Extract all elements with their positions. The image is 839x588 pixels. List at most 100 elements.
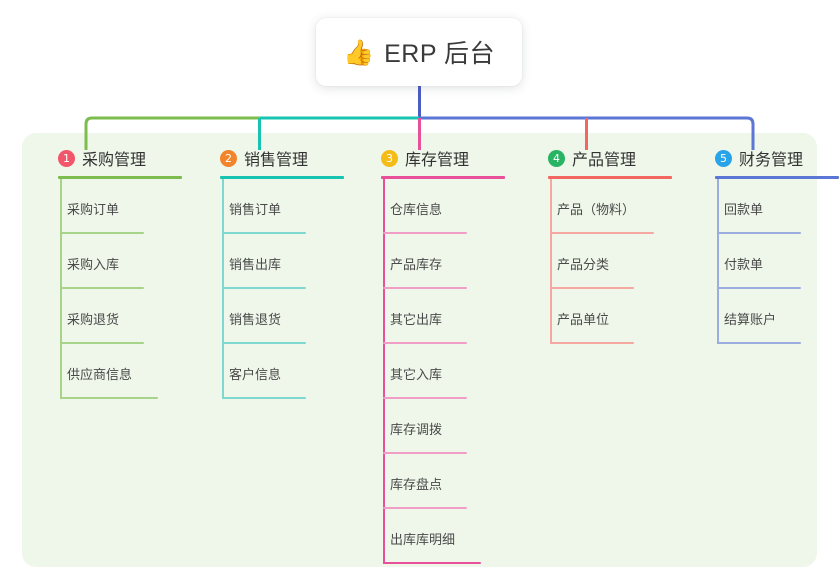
leaf-underline: [717, 342, 801, 344]
list-item[interactable]: 产品分类: [528, 234, 678, 289]
leaf-underline: [383, 232, 467, 234]
leaf-underline: [60, 232, 144, 234]
branch-badge-2: 2: [220, 149, 237, 167]
branch-items-5: 回款单 付款单 结算账户: [695, 179, 839, 344]
branch-header-1[interactable]: 1 采购管理: [38, 146, 188, 170]
leaf-label: 采购入库: [67, 257, 120, 272]
branch-title-5: 财务管理: [739, 152, 804, 169]
list-item[interactable]: 销售出库: [200, 234, 350, 289]
leaf-label: 付款单: [724, 257, 764, 272]
bus-branch-1: [84, 116, 260, 150]
branch-underline-1: [58, 176, 182, 179]
leaf-underline: [717, 232, 801, 234]
leaf-label: 销售订单: [229, 202, 282, 217]
leaf-underline: [222, 397, 306, 399]
branch-title-1: 采购管理: [82, 152, 147, 169]
branch-badge-3: 3: [381, 149, 398, 167]
list-item[interactable]: 回款单: [695, 179, 839, 234]
leaf-underline: [383, 287, 467, 289]
list-item[interactable]: 销售订单: [200, 179, 350, 234]
thumbs-up-icon: 👍: [342, 38, 375, 67]
leaf-label: 销售退货: [229, 312, 282, 327]
leaf-underline: [60, 287, 144, 289]
branch-header-2[interactable]: 2 销售管理: [200, 146, 350, 170]
branch-underline-4: [548, 176, 672, 179]
branch-items-1: 采购订单 采购入库 采购退货 供应商信息: [38, 179, 188, 399]
branches-panel: [22, 133, 817, 567]
root-node-title: ERP 后台: [384, 40, 496, 68]
root-node-erp-backend[interactable]: 👍 ERP 后台: [316, 18, 522, 86]
list-item[interactable]: 结算账户: [695, 289, 839, 344]
list-item[interactable]: 其它入库: [361, 344, 511, 399]
list-item[interactable]: 采购入库: [38, 234, 188, 289]
branch-column-3: 3 库存管理 仓库信息 产品库存 其它出库 其它入库: [361, 146, 511, 564]
leaf-underline: [222, 287, 306, 289]
branch-title-3: 库存管理: [405, 152, 470, 169]
list-item[interactable]: 产品库存: [361, 234, 511, 289]
list-item[interactable]: 产品（物料）: [528, 179, 678, 234]
leaf-label: 仓库信息: [390, 202, 443, 217]
list-item[interactable]: 采购退货: [38, 289, 188, 344]
branch-column-2: 2 销售管理 销售订单 销售出库 销售退货 客户信息: [200, 146, 350, 399]
bus-branch-4-5: [419, 116, 755, 150]
list-item[interactable]: 其它出库: [361, 289, 511, 344]
leaf-label: 产品分类: [557, 257, 610, 272]
leaf-underline: [60, 397, 158, 399]
list-item[interactable]: 仓库信息: [361, 179, 511, 234]
list-item[interactable]: 客户信息: [200, 344, 350, 399]
branch-spine-5: [717, 179, 719, 344]
leaf-underline: [717, 287, 801, 289]
branch-badge-5: 5: [715, 149, 732, 167]
leaf-underline: [60, 342, 144, 344]
branch-header-3[interactable]: 3 库存管理: [361, 146, 511, 170]
branch-items-2: 销售订单 销售出库 销售退货 客户信息: [200, 179, 350, 399]
leaf-underline: [222, 342, 306, 344]
branch-badge-1: 1: [58, 149, 75, 167]
leaf-label: 采购退货: [67, 312, 120, 327]
branch-column-1: 1 采购管理 采购订单 采购入库 采购退货 供应商信: [38, 146, 188, 399]
leaf-label: 库存调拨: [390, 422, 443, 437]
branch-items-3: 仓库信息 产品库存 其它出库 其它入库 库存调拨: [361, 179, 511, 564]
list-item[interactable]: 销售退货: [200, 289, 350, 344]
leaf-label: 产品库存: [390, 257, 443, 272]
leaf-label: 产品单位: [557, 312, 610, 327]
leaf-label: 结算账户: [724, 312, 777, 327]
leaf-label: 客户信息: [229, 367, 282, 382]
branch-spine-3: [383, 179, 385, 564]
branch-spine-2: [222, 179, 224, 399]
leaf-label: 其它出库: [390, 312, 443, 327]
leaf-label: 产品（物料）: [557, 202, 636, 217]
leaf-label: 采购订单: [67, 202, 120, 217]
branch-underline-3: [381, 176, 505, 179]
leaf-label: 其它入库: [390, 367, 443, 382]
branch-spine-4: [550, 179, 552, 344]
branch-items-4: 产品（物料） 产品分类 产品单位: [528, 179, 678, 344]
branch-title-2: 销售管理: [244, 152, 309, 169]
branch-underline-2: [220, 176, 344, 179]
leaf-underline: [550, 232, 654, 234]
branch-header-5[interactable]: 5 财务管理: [695, 146, 839, 170]
list-item[interactable]: 供应商信息: [38, 344, 188, 399]
leaf-underline: [222, 232, 306, 234]
leaf-label: 回款单: [724, 202, 764, 217]
leaf-label: 销售出库: [229, 257, 282, 272]
leaf-underline: [383, 342, 467, 344]
list-item[interactable]: 出库库明细: [361, 509, 511, 564]
branch-underline-5: [715, 176, 839, 179]
branch-badge-4: 4: [548, 149, 565, 167]
leaf-underline: [550, 287, 634, 289]
list-item[interactable]: 采购订单: [38, 179, 188, 234]
list-item[interactable]: 库存盘点: [361, 454, 511, 509]
branch-header-4[interactable]: 4 产品管理: [528, 146, 678, 170]
list-item[interactable]: 付款单: [695, 234, 839, 289]
leaf-underline: [383, 507, 467, 509]
leaf-underline: [383, 562, 481, 564]
list-item[interactable]: 库存调拨: [361, 399, 511, 454]
branch-spine-1: [60, 179, 62, 399]
leaf-underline: [383, 397, 467, 399]
list-item[interactable]: 产品单位: [528, 289, 678, 344]
leaf-label: 供应商信息: [67, 367, 133, 382]
leaf-label: 出库库明细: [390, 532, 456, 547]
